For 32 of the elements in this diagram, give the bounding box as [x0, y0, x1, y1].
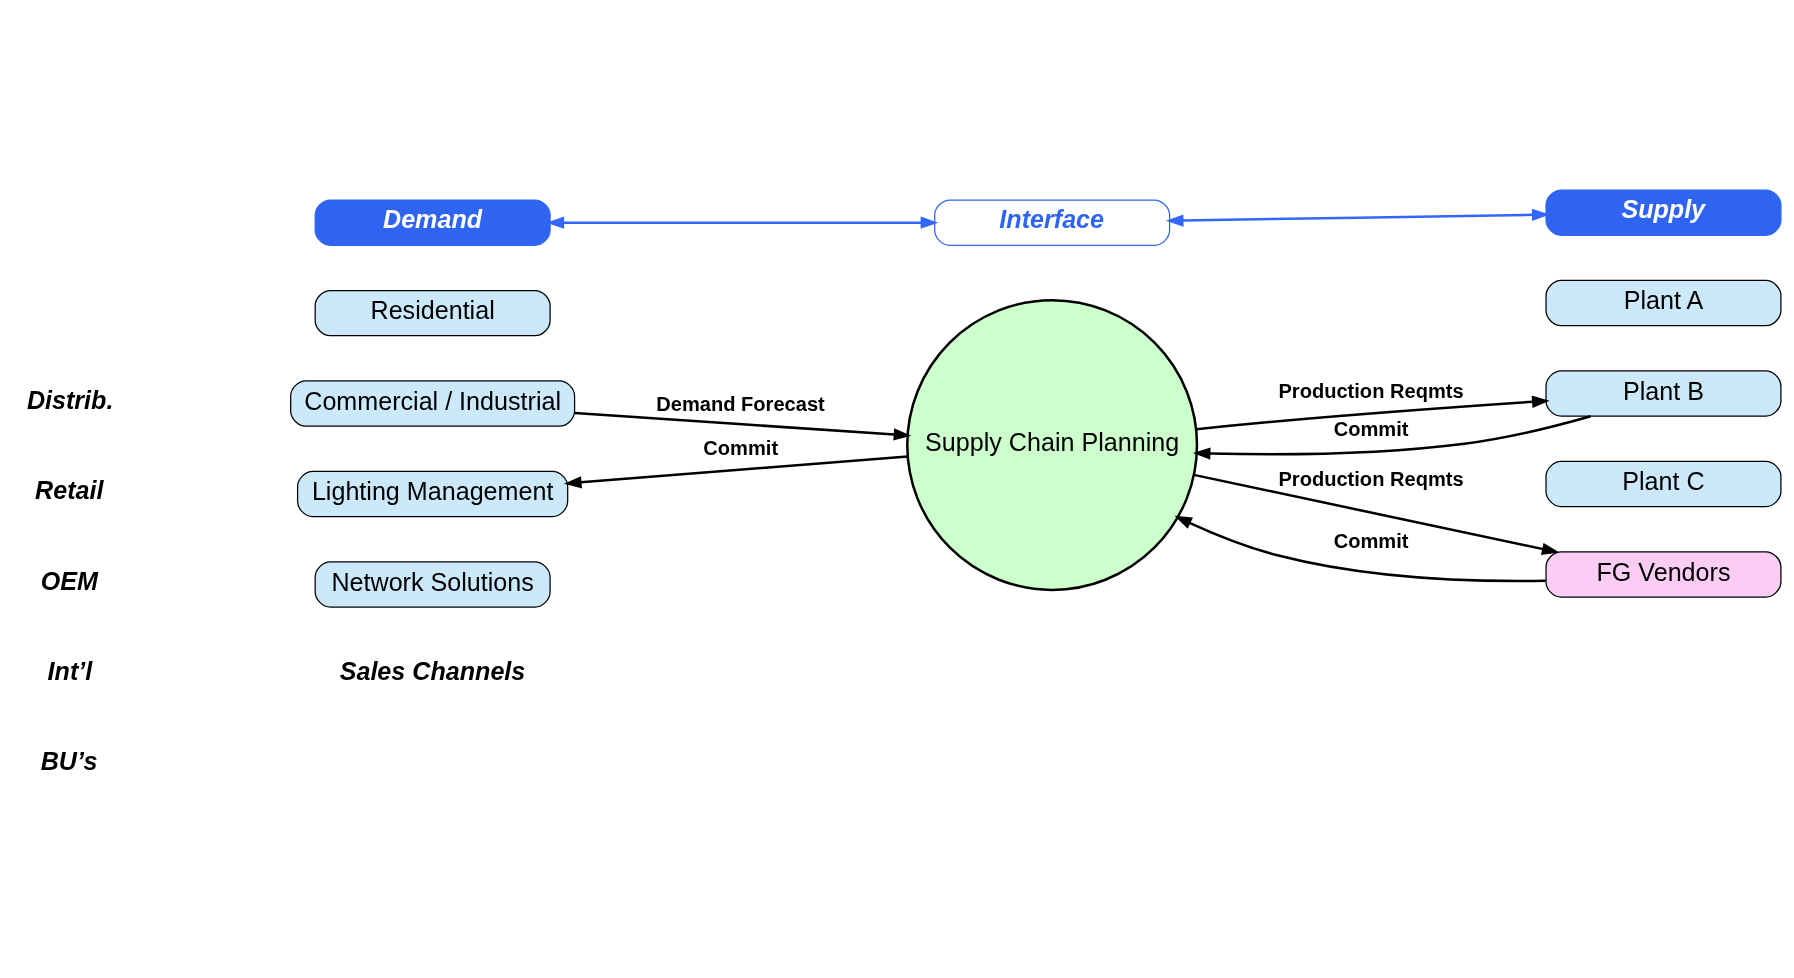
arrow — [546, 216, 939, 229]
arrow — [1196, 395, 1550, 431]
label: BU’s — [40, 747, 98, 776]
edge-label: Production Reqmts — [1278, 380, 1464, 403]
node-box: Plant C — [1545, 460, 1782, 508]
node-box: Demand — [314, 199, 551, 246]
arrow — [1165, 208, 1550, 227]
node-box: Interface — [934, 199, 1171, 246]
node-box: Plant B — [1545, 370, 1782, 417]
edge-label: Production Reqmts — [1278, 468, 1464, 491]
label: Retail — [35, 476, 104, 505]
label: Int’l — [47, 656, 93, 685]
node-box: Residential — [314, 289, 551, 337]
edge-label: Commit — [703, 436, 779, 459]
node-box: Supply — [1545, 189, 1782, 236]
edge-label: Demand Forecast — [656, 392, 825, 415]
node-box: Lighting Management — [296, 470, 569, 518]
node-circle: Supply Chain Planning — [906, 298, 1199, 592]
edge-label: Commit — [1333, 529, 1409, 552]
node-box: Commercial / Industrial — [290, 380, 576, 427]
arrow — [1193, 473, 1560, 555]
node-box: Network Solutions — [314, 561, 551, 608]
arrow — [574, 411, 912, 441]
edge-label: Commit — [1333, 417, 1409, 440]
arrow — [1174, 515, 1546, 583]
node-box: FG Vendors — [1545, 551, 1782, 598]
label: Sales Channels — [339, 656, 526, 685]
label: Distrib. — [26, 385, 114, 414]
arrow — [564, 455, 908, 489]
label: OEM — [40, 566, 98, 595]
arrow — [1192, 415, 1592, 460]
node-box: Plant A — [1545, 279, 1782, 327]
